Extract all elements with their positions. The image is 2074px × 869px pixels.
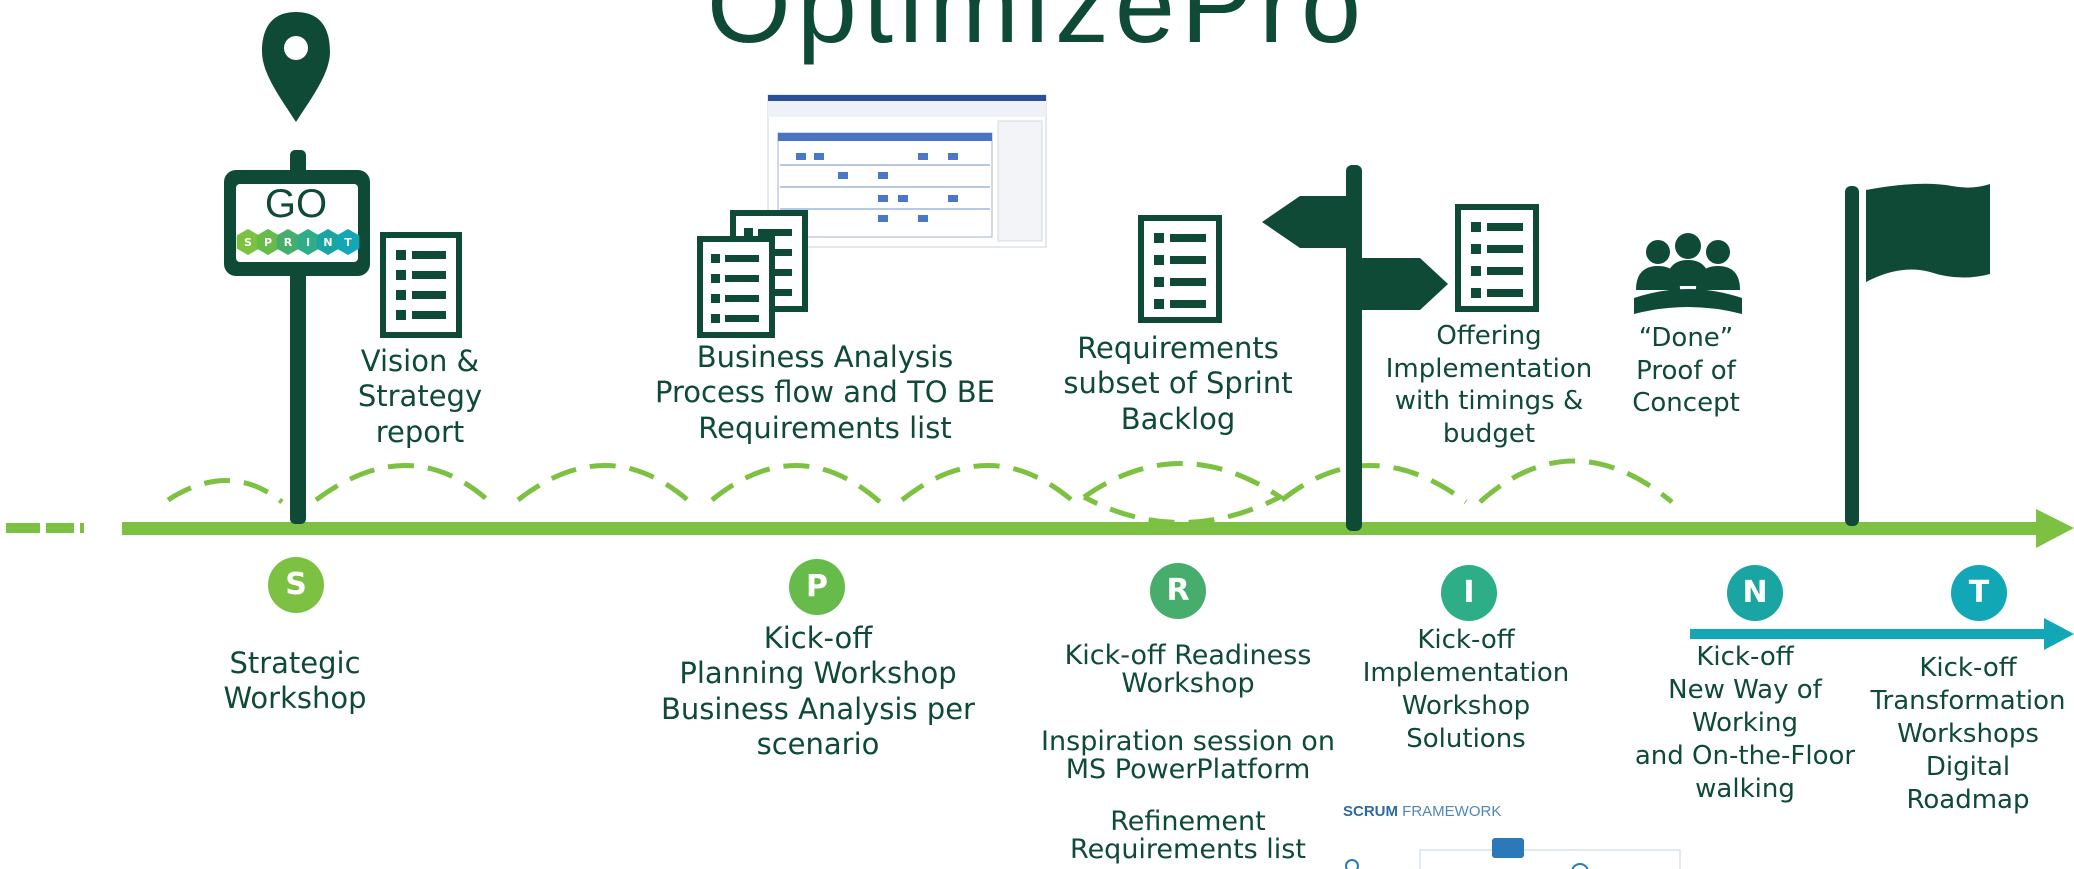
sprint-hexagon	[276, 229, 300, 255]
document-icon	[1455, 204, 1539, 312]
sprint-letter: S	[244, 236, 252, 249]
scrum-diagram	[1345, 838, 1681, 869]
teal-arrow	[1690, 618, 2074, 650]
sprint-hexagon	[256, 229, 280, 255]
finish-flag-icon	[1845, 183, 1990, 526]
phase-badge-r: R	[1150, 563, 1206, 619]
scrum-framework-caption: SCRUM FRAMEWORK	[1343, 803, 1501, 820]
dashed-arcs	[166, 458, 1674, 525]
sprint-letter: N	[323, 236, 332, 249]
phase-badge-s: S	[268, 557, 324, 613]
sprint-letter: I	[306, 236, 310, 249]
sprint-hexagon	[336, 229, 360, 255]
phase-badge-n: N	[1727, 565, 1783, 621]
sprint-letter: P	[264, 236, 272, 249]
timeline-arrow	[6, 509, 2074, 548]
stacked-documents-icon	[697, 210, 808, 338]
direction-signpost-icon	[1262, 165, 1448, 531]
sprint-letter: R	[284, 236, 293, 249]
phase-badge-i: I	[1441, 565, 1497, 621]
meeting-people-icon	[1634, 233, 1742, 314]
go-sign-text: GO	[264, 182, 328, 226]
sprint-hexagon	[316, 229, 340, 255]
scrum-bold-text: SCRUM	[1343, 803, 1398, 820]
phase-badge-p: P	[789, 559, 845, 615]
page-title: OptimizePro	[706, 0, 1368, 65]
phase-badge-t: T	[1951, 565, 2007, 621]
document-icon	[1138, 215, 1222, 323]
scrum-light-text: FRAMEWORK	[1402, 803, 1502, 820]
process-flow-screenshot	[767, 94, 1047, 248]
sprint-letter: T	[344, 236, 352, 249]
sprint-hexagon	[236, 229, 260, 255]
sprint-hexagon	[296, 229, 320, 255]
document-icon	[380, 232, 462, 338]
map-pin-icon	[262, 12, 330, 122]
